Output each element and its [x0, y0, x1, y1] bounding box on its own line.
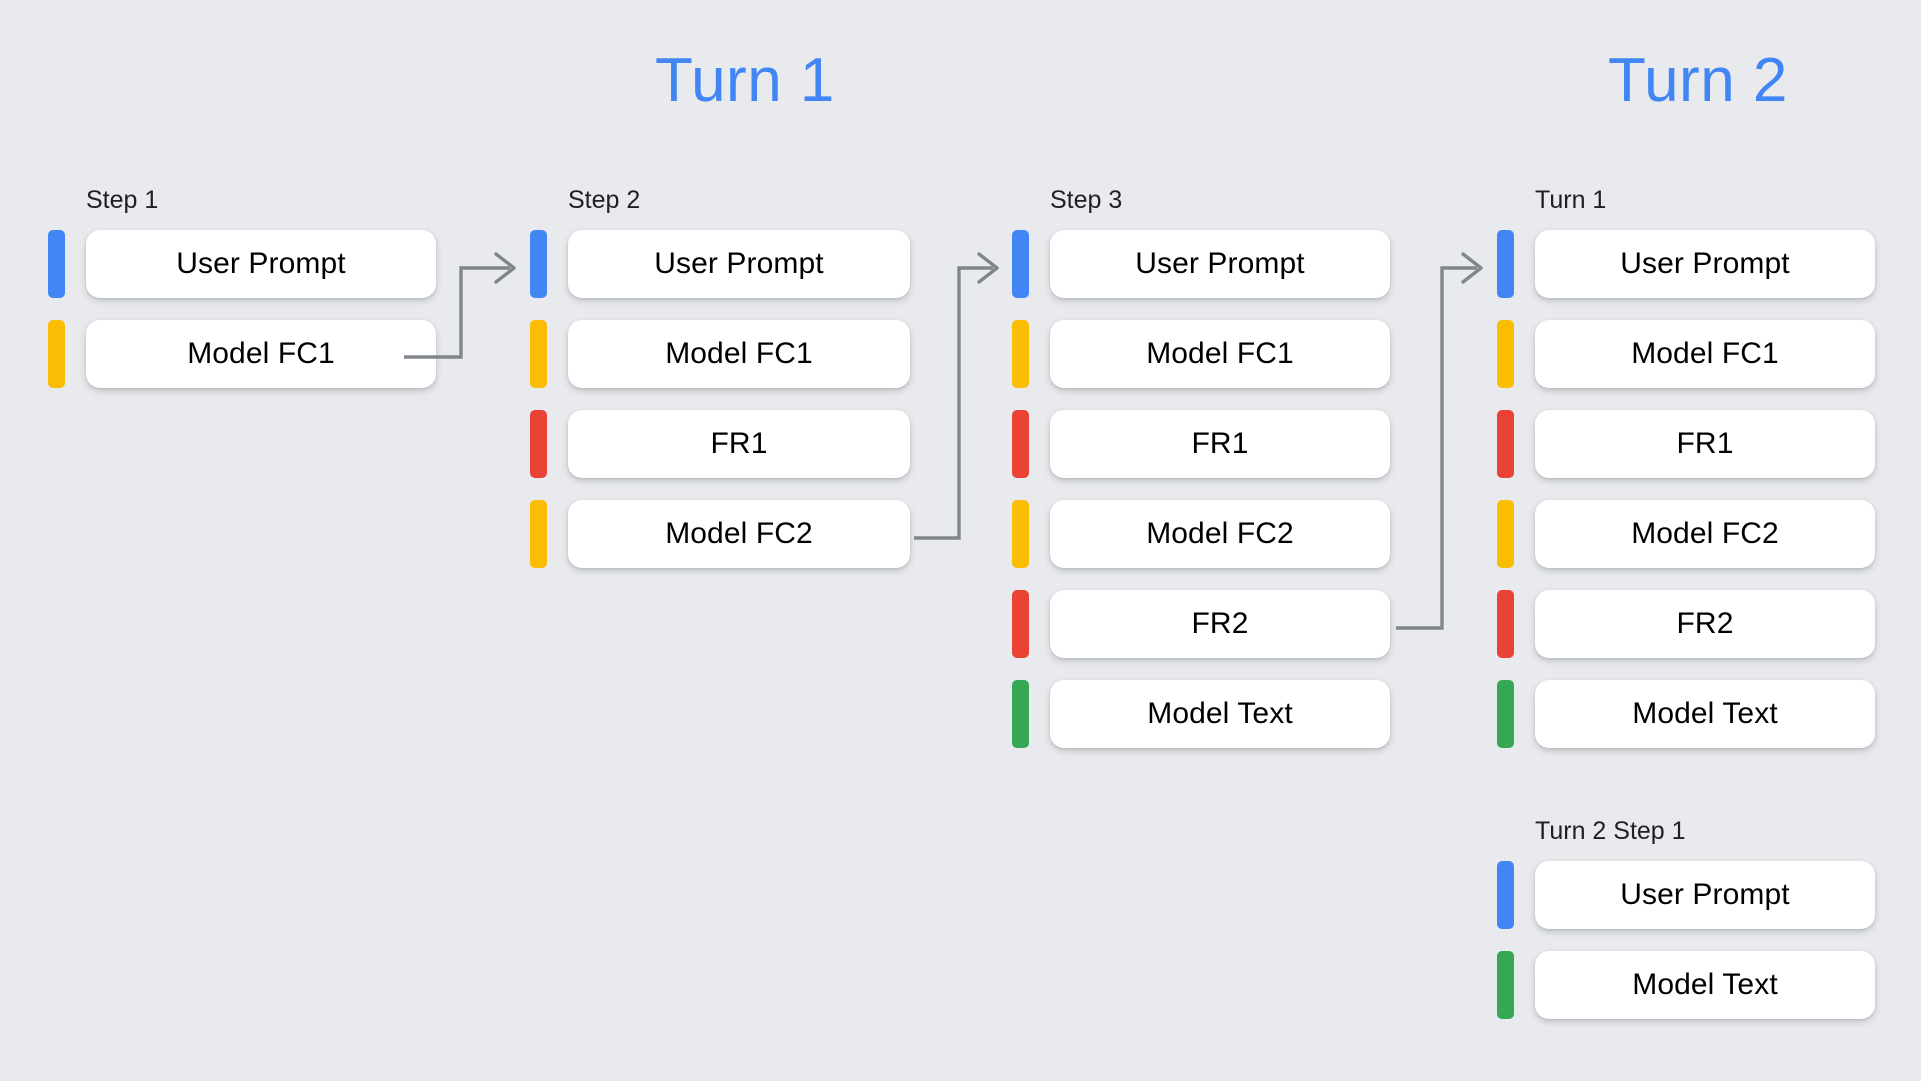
arrow-step3-to-turn1-icon [1396, 252, 1483, 630]
color-bar-blue [1497, 861, 1514, 929]
content-card[interactable]: Model Text [1535, 951, 1875, 1019]
column-step-3: Step 3 User Prompt Model FC1 FR1 [1012, 188, 1390, 748]
content-card[interactable]: FR1 [568, 410, 910, 478]
card-label: User Prompt [176, 247, 346, 280]
color-bar-yellow [1497, 500, 1514, 568]
list-item[interactable]: Model FC2 [1012, 500, 1390, 568]
card-label: Model FC1 [187, 337, 335, 370]
list-item[interactable]: Model Text [1497, 680, 1875, 748]
content-card[interactable]: Model Text [1050, 680, 1390, 748]
card-label: FR1 [710, 427, 768, 460]
list-item[interactable]: Model FC2 [1497, 500, 1875, 568]
color-bar-green [1012, 680, 1029, 748]
card-label: FR2 [1676, 607, 1734, 640]
list-item[interactable]: Model Text [1012, 680, 1390, 748]
content-card[interactable]: Model FC2 [1535, 500, 1875, 568]
color-bar-red [1012, 410, 1029, 478]
color-bar-yellow [1012, 500, 1029, 568]
turn-1-title: Turn 1 [655, 46, 835, 115]
column-rows: User Prompt Model FC1 FR1 Model FC2 [1012, 230, 1390, 748]
color-bar-blue [1012, 230, 1029, 298]
list-item[interactable]: Model FC1 [530, 320, 910, 388]
column-step-2: Step 2 User Prompt Model FC1 FR1 [530, 188, 910, 568]
list-item[interactable]: FR1 [1497, 410, 1875, 478]
column-rows: User Prompt Model Text [1497, 861, 1875, 1019]
card-label: Model FC1 [665, 337, 813, 370]
column-label-step-1: Step 1 [86, 186, 159, 214]
list-item[interactable]: User Prompt [48, 230, 436, 298]
column-label-turn-1: Turn 1 [1535, 186, 1607, 214]
column-turn-2-step-1: Turn 2 Step 1 User Prompt Model Text [1497, 819, 1875, 1019]
color-bar-yellow [48, 320, 65, 388]
card-label: Model FC1 [1146, 337, 1294, 370]
content-card[interactable]: Model FC1 [86, 320, 436, 388]
list-item[interactable]: FR2 [1012, 590, 1390, 658]
color-bar-red [530, 410, 547, 478]
list-item[interactable]: Model FC1 [48, 320, 436, 388]
content-card[interactable]: Model FC1 [1050, 320, 1390, 388]
list-item[interactable]: Model FC1 [1012, 320, 1390, 388]
list-item[interactable]: User Prompt [1012, 230, 1390, 298]
color-bar-yellow [530, 500, 547, 568]
card-label: Model FC2 [665, 517, 813, 550]
card-label: Model FC1 [1631, 337, 1779, 370]
content-card[interactable]: Model Text [1535, 680, 1875, 748]
column-label-step-3: Step 3 [1050, 186, 1123, 214]
column-rows: User Prompt Model FC1 FR1 Model FC2 [530, 230, 910, 568]
card-label: Model FC2 [1631, 517, 1779, 550]
color-bar-green [1497, 680, 1514, 748]
color-bar-yellow [530, 320, 547, 388]
column-turn-1: Turn 1 User Prompt Model FC1 FR1 [1497, 188, 1875, 748]
color-bar-green [1497, 951, 1514, 1019]
color-bar-blue [1497, 230, 1514, 298]
content-card[interactable]: User Prompt [86, 230, 436, 298]
column-step-1: Step 1 User Prompt Model FC1 [48, 188, 436, 388]
column-rows: User Prompt Model FC1 FR1 Model FC2 [1497, 230, 1875, 748]
color-bar-red [1012, 590, 1029, 658]
list-item[interactable]: Model FC2 [530, 500, 910, 568]
list-item[interactable]: FR1 [1012, 410, 1390, 478]
list-item[interactable]: User Prompt [530, 230, 910, 298]
content-card[interactable]: FR1 [1050, 410, 1390, 478]
list-item[interactable]: Model Text [1497, 951, 1875, 1019]
card-label: Model Text [1632, 968, 1778, 1001]
column-rows: User Prompt Model FC1 [48, 230, 436, 388]
content-card[interactable]: User Prompt [1050, 230, 1390, 298]
content-card[interactable]: FR2 [1535, 590, 1875, 658]
card-label: User Prompt [1135, 247, 1305, 280]
list-item[interactable]: FR2 [1497, 590, 1875, 658]
content-card[interactable]: Model FC1 [1535, 320, 1875, 388]
card-label: User Prompt [1620, 878, 1790, 911]
content-card[interactable]: FR1 [1535, 410, 1875, 478]
arrow-step2-to-step3-icon [914, 252, 999, 540]
content-card[interactable]: FR2 [1050, 590, 1390, 658]
color-bar-yellow [1497, 320, 1514, 388]
content-card[interactable]: User Prompt [1535, 861, 1875, 929]
color-bar-red [1497, 590, 1514, 658]
card-label: Model Text [1632, 697, 1778, 730]
color-bar-blue [530, 230, 547, 298]
color-bar-red [1497, 410, 1514, 478]
color-bar-blue [48, 230, 65, 298]
list-item[interactable]: Model FC1 [1497, 320, 1875, 388]
card-label: Model FC2 [1146, 517, 1294, 550]
list-item[interactable]: User Prompt [1497, 861, 1875, 929]
content-card[interactable]: Model FC2 [568, 500, 910, 568]
list-item[interactable]: FR1 [530, 410, 910, 478]
column-label-turn-2-step-1: Turn 2 Step 1 [1535, 817, 1686, 845]
card-label: FR1 [1676, 427, 1734, 460]
turn-2-title: Turn 2 [1608, 46, 1788, 115]
content-card[interactable]: Model FC2 [1050, 500, 1390, 568]
card-label: FR1 [1191, 427, 1249, 460]
card-label: FR2 [1191, 607, 1249, 640]
content-card[interactable]: User Prompt [568, 230, 910, 298]
card-label: User Prompt [1620, 247, 1790, 280]
color-bar-yellow [1012, 320, 1029, 388]
card-label: Model Text [1147, 697, 1293, 730]
content-card[interactable]: Model FC1 [568, 320, 910, 388]
list-item[interactable]: User Prompt [1497, 230, 1875, 298]
column-label-step-2: Step 2 [568, 186, 641, 214]
card-label: User Prompt [654, 247, 824, 280]
content-card[interactable]: User Prompt [1535, 230, 1875, 298]
